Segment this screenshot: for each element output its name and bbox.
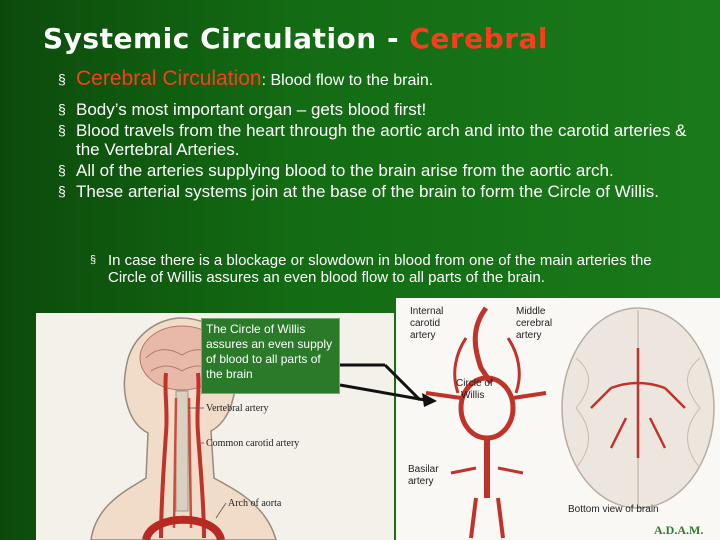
sub-bullet: In case there is a blockage or slowdown …	[90, 252, 690, 286]
label-circle-1: Circle of	[456, 378, 493, 389]
lead-rest: : Blood flow to the brain.	[261, 72, 434, 89]
label-middle-3: artery	[516, 330, 542, 341]
circle-of-willis-callout: The Circle of Willis assures an even sup…	[201, 318, 340, 394]
bullet-item: All of the arteries supplying blood to t…	[58, 161, 698, 180]
title-accent: Cerebral	[409, 22, 549, 55]
label-arch-of-aorta: Arch of aorta	[228, 498, 282, 509]
label-bottom-view: Bottom view of brain	[568, 504, 659, 515]
label-basilar-2: artery	[408, 476, 434, 487]
label-internal-3: artery	[410, 330, 436, 341]
lead-term: Cerebral Circulation	[76, 67, 262, 90]
adam-logo: A.D.A.M.	[654, 523, 703, 537]
bullet-item: These arterial systems join at the base …	[58, 182, 698, 201]
bullet-list: Cerebral Circulation: Blood flow to the …	[58, 66, 698, 203]
bullet-lead: Cerebral Circulation: Blood flow to the …	[58, 66, 698, 94]
label-middle-2: cerebral	[516, 318, 552, 329]
label-vertebral-artery: Vertebral artery	[206, 403, 268, 414]
title-main: Systemic Circulation -	[43, 22, 410, 55]
bullet-item: Blood travels from the heart through the…	[58, 121, 698, 159]
label-common-carotid: Common carotid artery	[206, 438, 299, 449]
label-internal-2: carotid	[410, 318, 440, 329]
label-circle-2: Willis	[461, 390, 484, 401]
label-internal-1: Internal	[410, 306, 443, 317]
label-basilar-1: Basilar	[408, 464, 439, 475]
slide-title: Systemic Circulation - Cerebral	[43, 22, 548, 55]
label-middle-1: Middle	[516, 306, 546, 317]
bullet-item: Body’s most important organ – gets blood…	[58, 100, 698, 119]
brain-bottom-view-illustration: Internal carotid artery Middle cerebral …	[396, 298, 720, 540]
